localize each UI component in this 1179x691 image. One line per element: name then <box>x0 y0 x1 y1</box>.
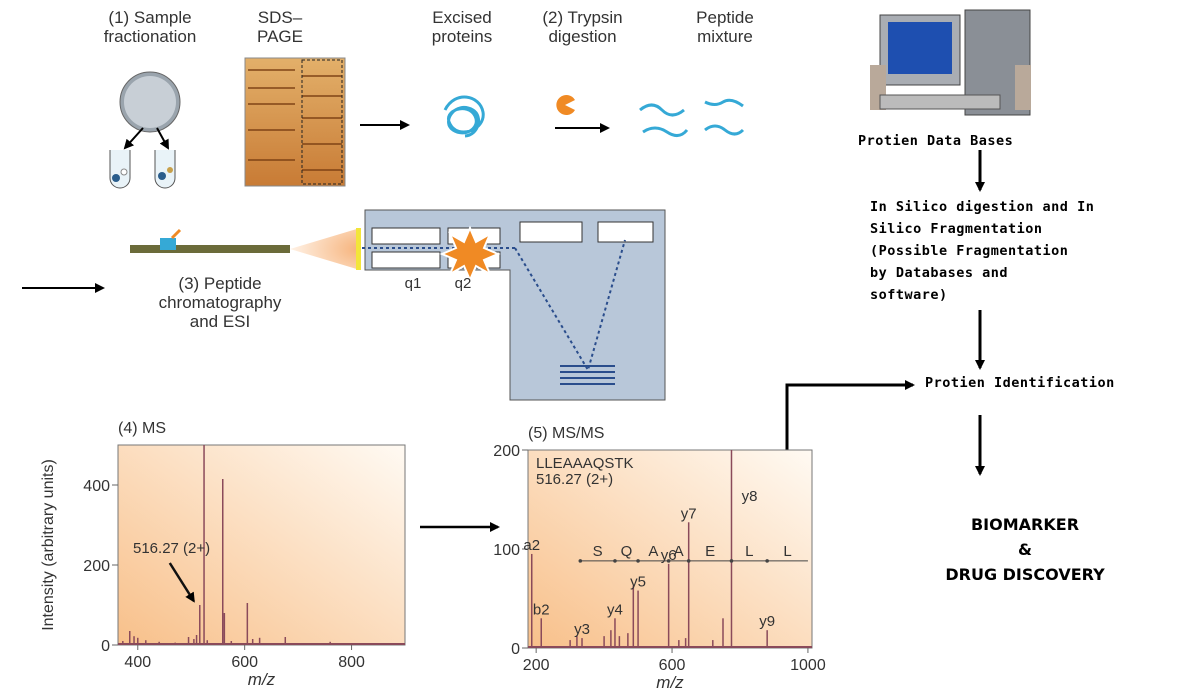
arrow <box>156 127 169 150</box>
peak-label-y5: y5 <box>630 574 646 591</box>
spectrum-chart-1: (4) MS 0 200 400 400 600 800 m/z Intensity (arbi… <box>40 420 406 689</box>
x-tick-label: 600 <box>659 657 686 674</box>
spectrum-header-0: LLEAAAQSTK <box>536 455 634 472</box>
y-tick-label: 200 <box>83 558 110 575</box>
label-q2: q2 <box>454 275 472 292</box>
y-tick-label: 200 <box>493 443 520 460</box>
x-tick-label: 200 <box>523 657 550 674</box>
ladder-tick <box>613 559 617 563</box>
plot-area <box>527 449 813 649</box>
x-tick-label: 600 <box>231 654 258 671</box>
chart-title: (4) MS <box>118 420 166 437</box>
y-tick-label: 400 <box>83 478 110 495</box>
ladder-tick <box>729 559 734 563</box>
y-tick-label: 100 <box>493 542 520 559</box>
trypsin-enzyme-icon <box>556 95 575 115</box>
arrow <box>785 380 915 450</box>
esi-needle-icon <box>130 228 361 270</box>
sequence-residue: Q <box>621 543 633 560</box>
peptide-fragments-icon <box>639 98 745 137</box>
sequence-residue: A <box>674 543 684 560</box>
sequence-residue: E <box>705 543 715 560</box>
label-biomarker-drug-discovery: BIOMARKER&DRUG DISCOVERY <box>945 515 1105 584</box>
test-tube-icon <box>154 150 176 189</box>
peak-label-y3: y3 <box>574 621 590 638</box>
arrow <box>123 127 144 150</box>
x-axis-label: m/z <box>656 673 684 691</box>
plot-area <box>117 444 406 646</box>
ladder-tick <box>578 559 583 563</box>
peak-label-a2: a2 <box>523 537 540 554</box>
sequence-residue: S <box>593 543 603 560</box>
x-tick-label: 400 <box>124 654 151 671</box>
peak-label-y9: y9 <box>759 613 775 630</box>
mass-spectrometer-icon <box>362 209 666 401</box>
spectrum-chart-2: (5) MS/MS 0 100 200 200 600 1000 m/z a2 b2 y3 y4 y5 y… <box>493 425 826 691</box>
peak-label-b2: b2 <box>533 601 550 618</box>
label-protein-identification: Protien Identification <box>925 375 1115 391</box>
computer-icon <box>870 9 1031 116</box>
y-axis-label: Intensity (arbitrary units) <box>40 459 57 631</box>
petri-dish-icon <box>119 71 181 133</box>
sequence-residue: L <box>745 543 753 560</box>
ladder-tick <box>765 559 769 563</box>
x-tick-label: 1000 <box>790 657 826 674</box>
peak-label-y7: y7 <box>681 505 697 522</box>
sds-page-gel <box>244 57 346 187</box>
x-axis-label: m/z <box>248 670 276 689</box>
precursor-annotation: 516.27 (2+) <box>133 540 210 557</box>
ladder-tick <box>686 559 691 563</box>
label-sds-page: SDS–PAGE <box>257 8 303 46</box>
annotation-arrow <box>168 562 195 603</box>
peak-label-y6: y6 <box>661 547 677 564</box>
label-protein-databases: Protien Data Bases <box>858 133 1014 149</box>
y-tick-label: 0 <box>511 641 520 658</box>
chart-title: (5) MS/MS <box>528 425 604 442</box>
sequence-residue: L <box>783 543 791 560</box>
peak-label-y4: y4 <box>607 601 623 618</box>
label-q1: q1 <box>404 275 422 292</box>
x-tick-label: 800 <box>338 654 365 671</box>
spectrum-header-1: 516.27 (2+) <box>536 471 613 488</box>
peak-label-y8: y8 <box>742 488 758 505</box>
y-tick-label: 0 <box>101 638 110 655</box>
collision-burst-icon <box>439 225 501 283</box>
protein-coil-icon <box>443 95 485 138</box>
ladder-tick <box>636 559 640 563</box>
sequence-residue: A <box>648 543 658 560</box>
test-tube-icon <box>109 150 131 189</box>
ladder-tick <box>666 559 671 563</box>
